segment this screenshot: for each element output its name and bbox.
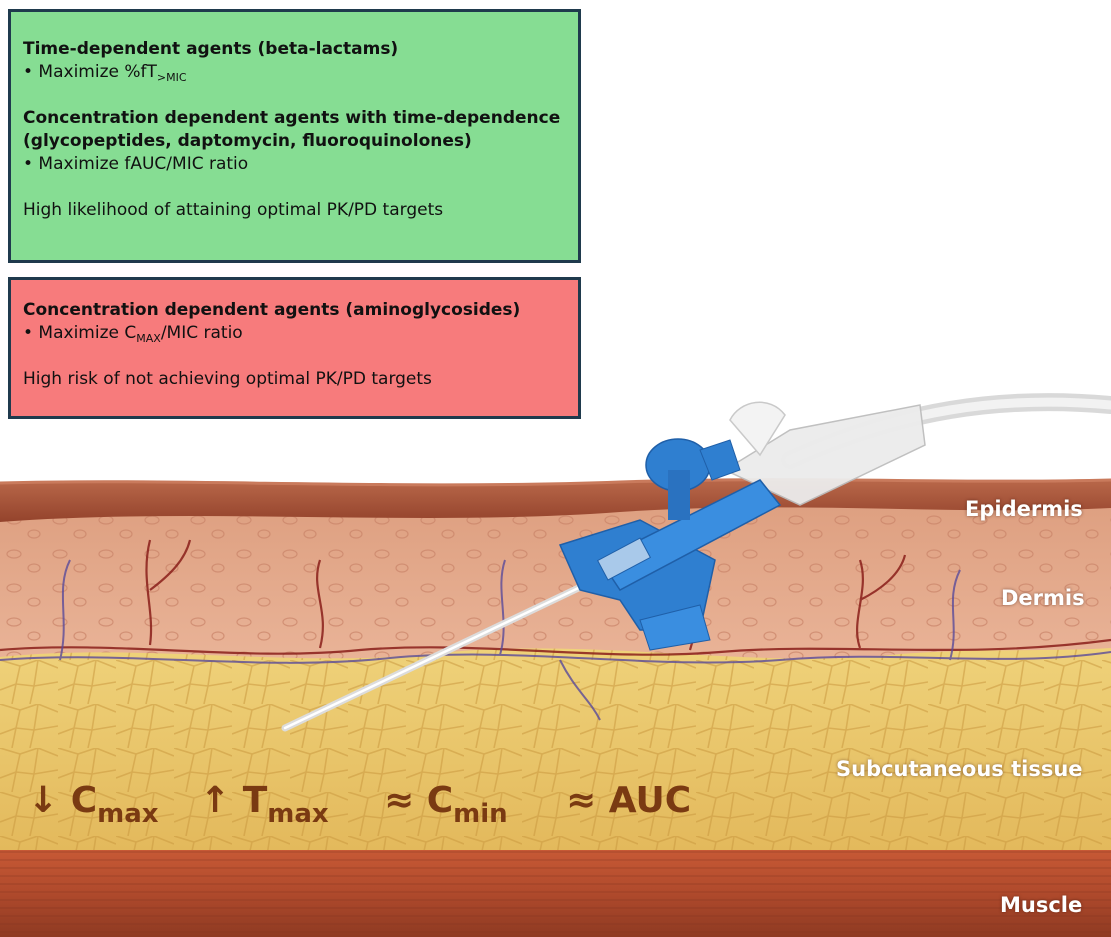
epidermis-label: Epidermis	[965, 497, 1083, 521]
cmax-target-suffix: /MIC ratio	[161, 323, 243, 343]
concentration-time-heading-line2: (glycopeptides, daptomycin, fluoroquinol…	[23, 130, 567, 153]
time-dependent-target-subscript: >MIC	[157, 71, 187, 84]
auc-symbol: AUC	[609, 780, 691, 821]
subcutaneous-label: Subcutaneous tissue	[836, 757, 1083, 781]
cmax-decrease-label: ↓ Cmax	[28, 780, 159, 821]
cmin-symbol: C	[427, 780, 453, 821]
approx-symbol: ≈	[384, 780, 414, 821]
time-dependent-target: • Maximize %fT>MIC	[23, 61, 567, 84]
time-dependent-target-text: • Maximize %fT	[23, 62, 157, 82]
muscle-label: Muscle	[1000, 893, 1082, 917]
cmax-subscript: max	[97, 799, 158, 829]
red-box-note: High risk of not achieving optimal PK/PD…	[23, 368, 567, 391]
time-dependent-info-box: Time-dependent agents (beta-lactams) • M…	[8, 9, 581, 263]
cmin-subscript: min	[453, 799, 508, 829]
concentration-time-target: • Maximize fAUC/MIC ratio	[23, 153, 567, 176]
dermis-label: Dermis	[1001, 586, 1085, 610]
cmax-target-subscript: MAX	[136, 332, 161, 345]
concentration-time-heading-line1: Concentration dependent agents with time…	[23, 107, 567, 130]
concentration-dependent-info-box: Concentration dependent agents (aminogly…	[8, 277, 581, 419]
concentration-dependent-target: • Maximize CMAX/MIC ratio	[23, 322, 567, 345]
tmax-increase-label: ↑ Tmax	[200, 780, 329, 821]
cmin-approx-label: ≈ Cmin	[384, 780, 508, 821]
cmax-symbol: C	[71, 780, 97, 821]
concentration-dependent-heading: Concentration dependent agents (aminogly…	[23, 299, 567, 322]
green-box-note: High likelihood of attaining optimal PK/…	[23, 199, 567, 222]
auc-approx-label: ≈ AUC	[566, 780, 691, 821]
time-dependent-heading: Time-dependent agents (beta-lactams)	[23, 38, 567, 61]
tmax-subscript: max	[267, 799, 328, 829]
tmax-symbol: T	[243, 780, 268, 821]
up-arrow-icon: ↑	[200, 780, 230, 821]
approx-symbol: ≈	[566, 780, 596, 821]
down-arrow-icon: ↓	[28, 780, 58, 821]
cmax-target-text: • Maximize C	[23, 323, 136, 343]
